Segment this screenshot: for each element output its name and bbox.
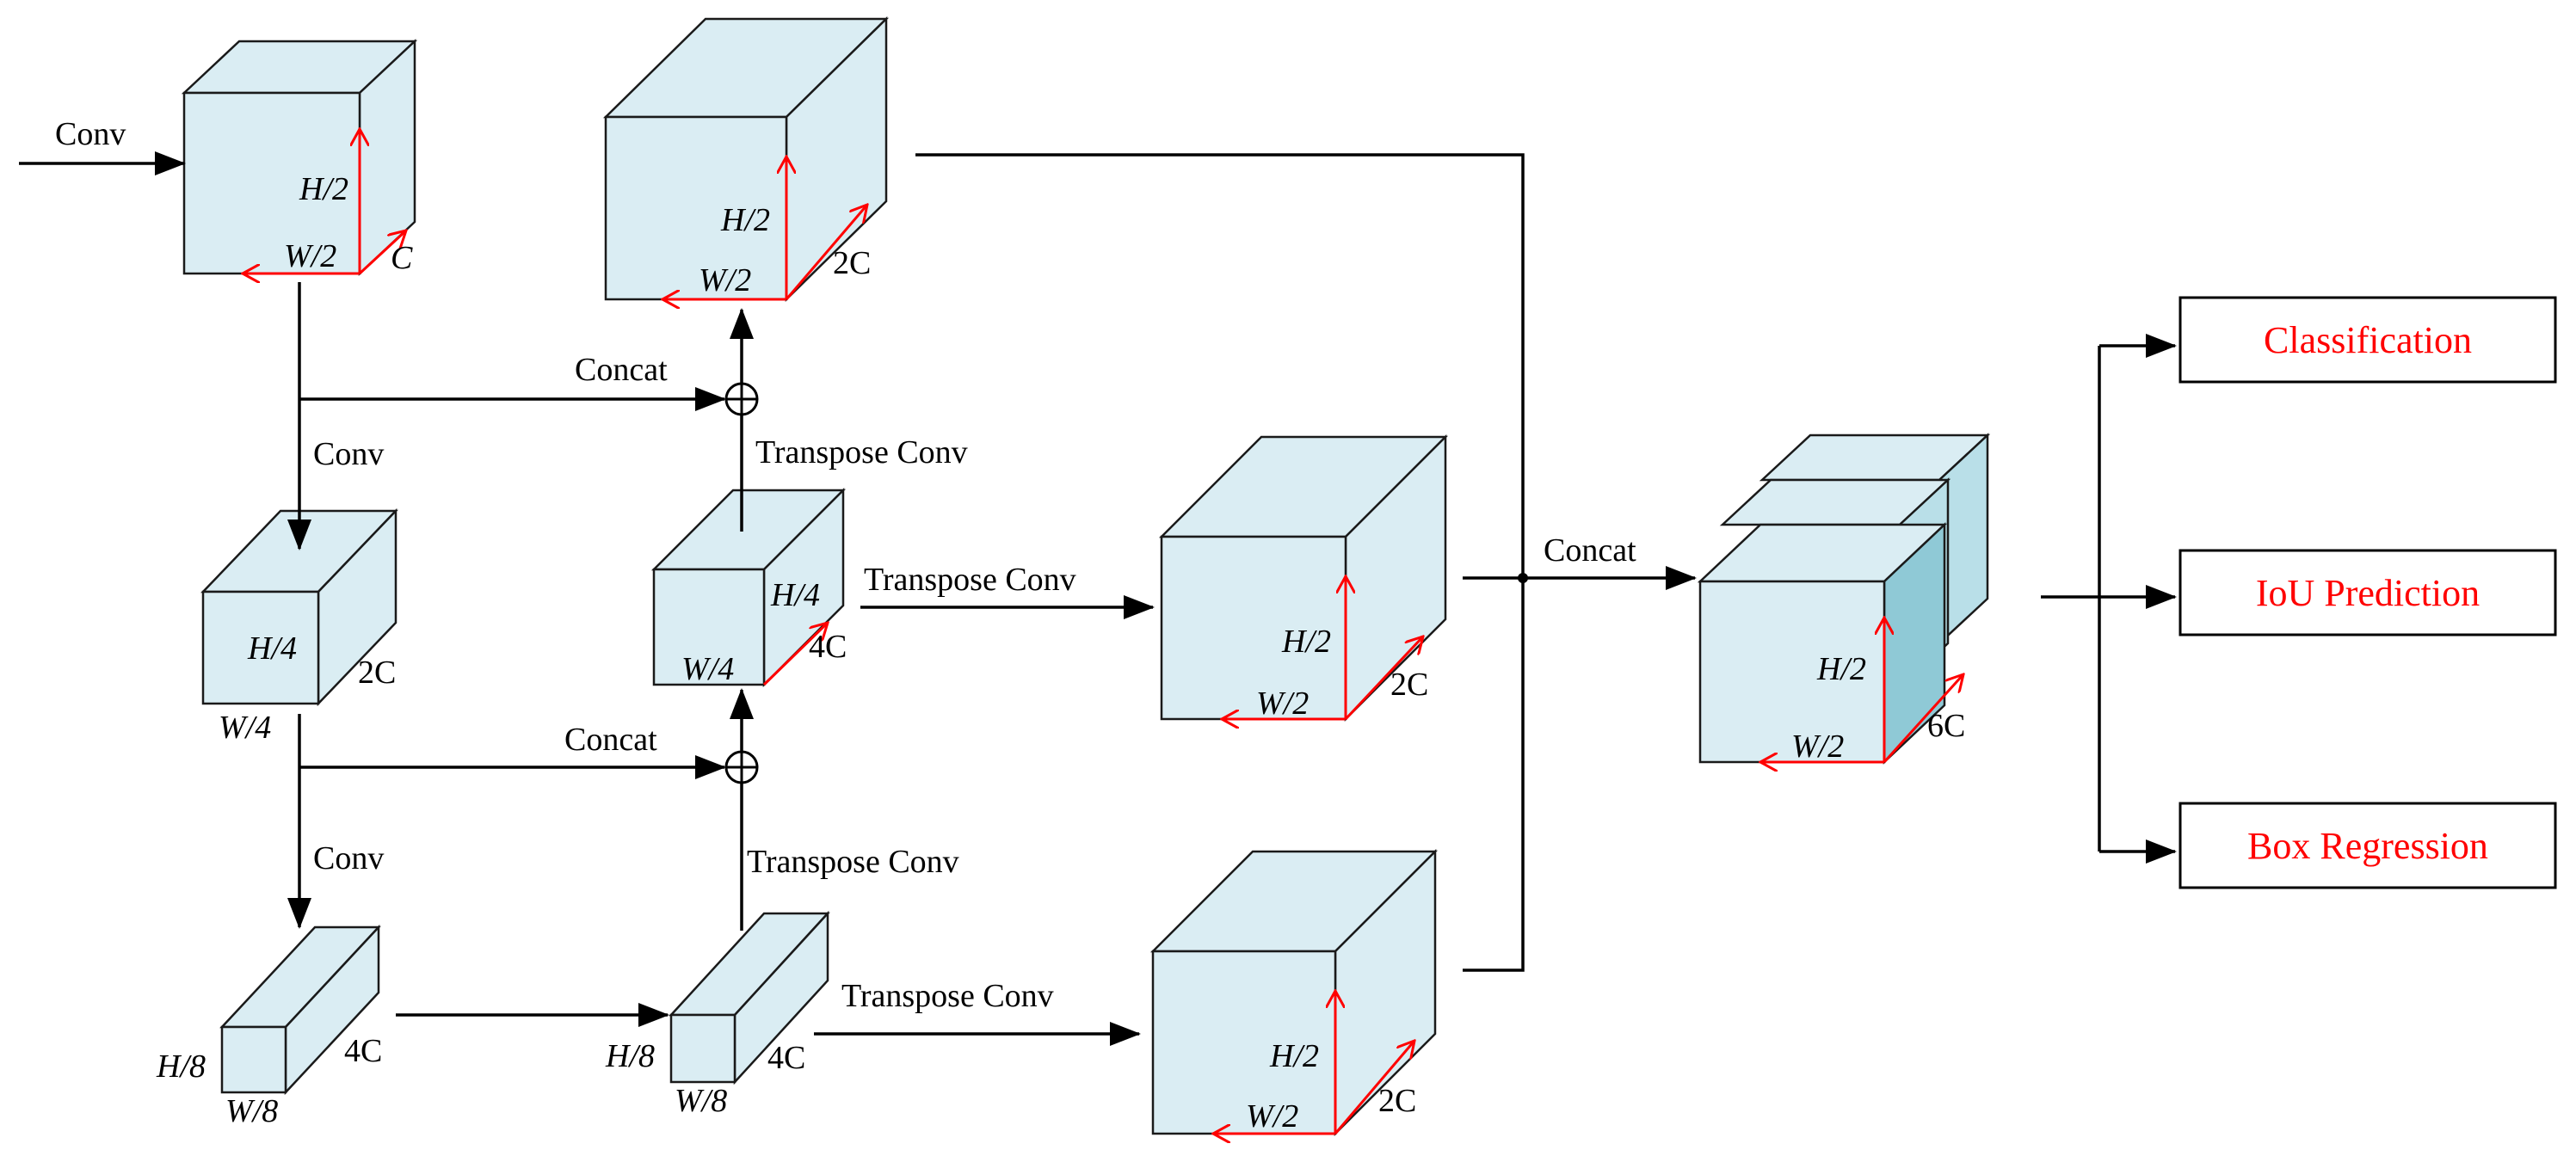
label-concat: Concat	[564, 722, 657, 758]
label-transpose-conv: Transpose Conv	[864, 562, 1076, 598]
dim-label-w8: W/8	[675, 1083, 727, 1119]
label-concat: Concat	[575, 352, 668, 388]
dim-label-4c: 4C	[344, 1033, 382, 1069]
dim-label-h2: H/2	[1281, 624, 1331, 660]
dim-label-h2: H/2	[1816, 651, 1866, 687]
dim-label-w2: W/2	[1246, 1098, 1298, 1134]
label-conv-input: Conv	[55, 116, 126, 152]
dim-label-w2: W/2	[1791, 729, 1844, 765]
dim-label-c: C	[391, 240, 413, 276]
dim-label-w4: W/4	[219, 710, 271, 746]
label-concat: Concat	[1544, 532, 1636, 569]
cube-upsampled-b	[1149, 848, 1439, 1134]
dim-label-h4: H/4	[247, 630, 297, 667]
dim-label-h8: H/8	[156, 1048, 206, 1085]
output-box-regression-label: Box Regression	[2247, 825, 2488, 867]
cube-decoder-h2	[602, 16, 890, 299]
cube-encoder-h8	[219, 924, 381, 1096]
dim-label-w2: W/2	[699, 262, 751, 298]
dim-label-4c: 4C	[767, 1040, 805, 1076]
label-transpose-conv: Transpose Conv	[747, 844, 959, 880]
dim-label-h4: H/4	[770, 577, 820, 613]
dim-label-w2: W/2	[1256, 686, 1309, 722]
add-node-mid	[724, 750, 759, 784]
cube-upsampled-a	[1158, 434, 1449, 719]
dim-label-2c: 2C	[1390, 667, 1428, 703]
dim-label-4c: 4C	[809, 629, 847, 665]
dim-label-2c: 2C	[358, 655, 396, 691]
cube-encoder-h4	[200, 507, 398, 707]
cube-encoder-h2	[181, 39, 418, 274]
label-conv: Conv	[313, 840, 384, 876]
dim-label-2c: 2C	[1378, 1083, 1416, 1119]
dim-label-h2: H/2	[1269, 1038, 1319, 1074]
dim-label-6c: 6C	[1927, 708, 1965, 744]
dim-label-w8: W/8	[225, 1093, 278, 1129]
dim-label-w4: W/4	[681, 651, 734, 687]
output-iou-label: IoU Prediction	[2256, 572, 2480, 614]
output-box-iou	[2179, 549, 2557, 636]
dim-label-h2: H/2	[299, 171, 348, 207]
label-transpose-conv: Transpose Conv	[841, 978, 1054, 1014]
output-box-box-regression	[2179, 802, 2557, 889]
add-node-top	[724, 382, 759, 416]
label-conv: Conv	[313, 436, 384, 472]
cube-mid-h8	[669, 910, 830, 1085]
cube-mid-h4	[650, 487, 847, 688]
output-box-classification	[2179, 296, 2557, 384]
merge-lines	[915, 153, 1525, 972]
output-classification-label: Classification	[2264, 319, 2472, 361]
dim-label-w2: W/2	[284, 238, 336, 274]
dim-label-h8: H/8	[605, 1038, 655, 1074]
dim-label-h2: H/2	[720, 202, 770, 238]
dim-label-2c: 2C	[833, 245, 871, 281]
label-transpose-conv: Transpose Conv	[755, 434, 968, 470]
cube-concat-6c	[1697, 433, 1991, 762]
